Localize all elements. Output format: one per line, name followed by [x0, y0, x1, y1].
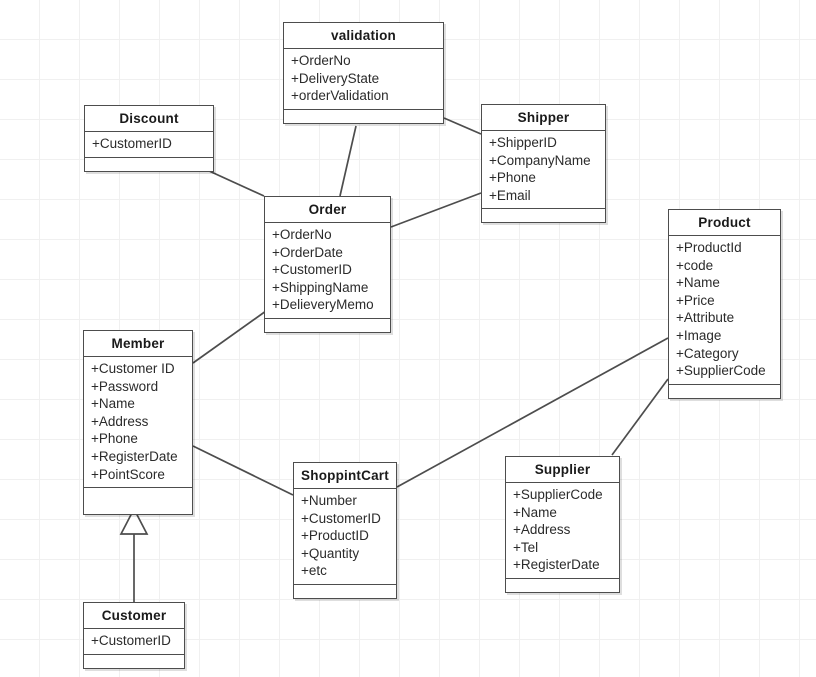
class-attribute: +SupplierCode [676, 363, 766, 379]
class-methods [506, 579, 619, 592]
class-attribute: +etc [301, 563, 327, 579]
class-attribute: +Address [91, 413, 149, 429]
class-title: Discount [85, 106, 213, 132]
class-title: Customer [84, 603, 184, 629]
edge-member-order [192, 310, 267, 364]
class-title: ShoppintCart [294, 463, 396, 489]
edge-member-shoppintcart [192, 445, 294, 496]
class-attribute: +Password [91, 378, 159, 394]
class-attribute: +Name [91, 396, 135, 412]
class-box-supplier[interactable]: Supplier +SupplierCode +Name +Address +T… [505, 456, 620, 593]
class-title: Supplier [506, 457, 619, 483]
class-attribute: +Name [513, 504, 557, 520]
class-title: Order [265, 197, 390, 223]
class-box-shipper[interactable]: Shipper +ShipperID +CompanyName +Phone +… [481, 104, 606, 224]
class-attribute: +CustomerID [301, 510, 381, 526]
edge-order-shipper [390, 192, 482, 228]
class-attribute: +Name [676, 275, 720, 291]
class-attribute: +CustomerID [92, 136, 172, 151]
class-attribute: +ShippingName [272, 279, 369, 295]
class-title: validation [284, 23, 443, 49]
class-attributes: +Customer ID +Password +Name +Address +P… [84, 357, 192, 489]
class-attributes: +CustomerID [85, 132, 213, 158]
class-box-validation[interactable]: validation +OrderNo +DeliveryState +orde… [283, 22, 444, 124]
class-attribute: +CustomerID [91, 633, 171, 648]
edge-supplier-product [611, 378, 669, 456]
class-methods [84, 655, 184, 668]
class-attribute: +CompanyName [489, 152, 591, 168]
class-attribute: +Customer ID [91, 361, 175, 376]
class-methods [294, 585, 396, 598]
class-attribute: +Phone [489, 170, 536, 186]
class-attributes: +ShipperID +CompanyName +Phone +Email [482, 131, 605, 210]
class-attribute: +code [676, 257, 714, 273]
class-attribute: +Price [676, 292, 715, 308]
class-attribute: +Category [676, 345, 739, 361]
class-attribute: +Address [513, 522, 571, 538]
class-methods [265, 319, 390, 332]
class-attribute: +OrderNo [291, 53, 351, 68]
class-attributes: +SupplierCode +Name +Address +Tel +Regis… [506, 483, 619, 579]
class-attribute: +Number [301, 493, 357, 508]
edge-validation-shipper [443, 117, 482, 135]
class-attribute: +Tel [513, 539, 539, 555]
class-box-discount[interactable]: Discount +CustomerID [84, 105, 214, 172]
class-box-shoppintcart[interactable]: ShoppintCart +Number +CustomerID +Produc… [293, 462, 397, 599]
class-attribute: +Phone [91, 431, 138, 447]
class-attribute: +OrderDate [272, 244, 343, 260]
class-attributes: +CustomerID [84, 629, 184, 655]
class-attribute: +OrderNo [272, 227, 332, 242]
class-methods [482, 209, 605, 222]
class-attribute: +Attribute [676, 310, 735, 326]
class-attribute: +DeliveryState [291, 70, 380, 86]
class-attribute: +CustomerID [272, 262, 352, 278]
class-box-product[interactable]: Product +ProductId +code +Name +Price +A… [668, 209, 781, 399]
class-attribute: +Quantity [301, 545, 360, 561]
class-methods [669, 385, 780, 398]
class-attribute: +ProductID [301, 528, 369, 544]
class-attributes: +OrderNo +OrderDate +CustomerID +Shippin… [265, 223, 390, 319]
class-box-member[interactable]: Member +Customer ID +Password +Name +Add… [83, 330, 193, 516]
class-attribute: +ProductId [676, 240, 742, 255]
class-title: Product [669, 210, 780, 236]
edge-validation-order [339, 125, 357, 197]
class-methods [85, 158, 213, 171]
class-title: Member [84, 331, 192, 357]
class-attributes: +ProductId +code +Name +Price +Attribute… [669, 236, 780, 385]
class-attribute: +Image [676, 327, 722, 343]
class-attribute: +RegisterDate [513, 557, 600, 573]
class-attributes: +OrderNo +DeliveryState +orderValidation [284, 49, 443, 110]
class-methods [84, 488, 192, 514]
class-methods [284, 110, 443, 123]
class-box-order[interactable]: Order +OrderNo +OrderDate +CustomerID +S… [264, 196, 391, 333]
class-attributes: +Number +CustomerID +ProductID +Quantity… [294, 489, 396, 585]
class-attribute: +ShipperID [489, 135, 557, 150]
class-attribute: +RegisterDate [91, 448, 178, 464]
class-attribute: +orderValidation [291, 88, 389, 104]
class-attribute: +SupplierCode [513, 487, 603, 502]
class-title: Shipper [482, 105, 605, 131]
class-attribute: +Email [489, 187, 531, 203]
class-attribute: +PointScore [91, 466, 165, 482]
class-attribute: +DelieveryMemo [272, 297, 374, 313]
class-box-customer[interactable]: Customer +CustomerID [83, 602, 185, 669]
